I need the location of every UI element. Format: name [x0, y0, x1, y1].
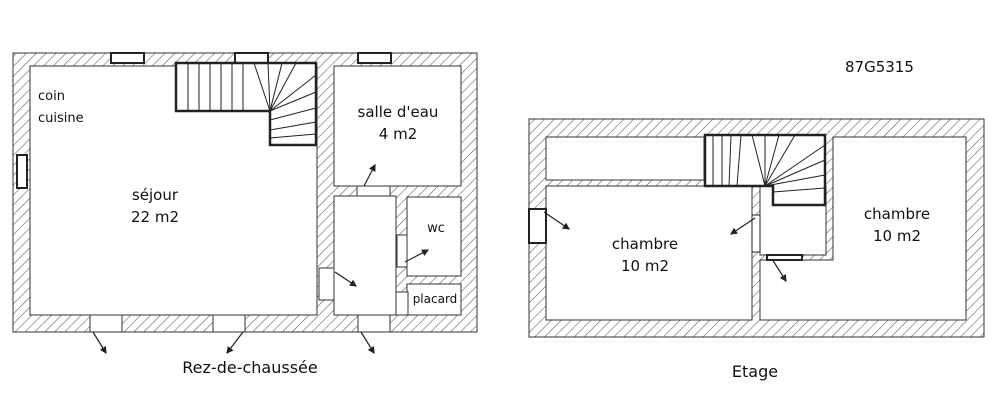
- room-wc: [406, 196, 462, 277]
- room-area: 10 m2: [620, 257, 669, 275]
- room-label-wc: wc: [427, 221, 445, 236]
- door-swing-arrows: [92, 163, 430, 355]
- doors: [528, 208, 803, 261]
- staircase: [174, 61, 318, 147]
- upper-floor-title: Etage: [731, 362, 779, 381]
- ground-floor-title: Rez-de-chaussée: [182, 358, 318, 377]
- ground-floor-plan: [12, 52, 478, 355]
- room-area: 22 m2: [130, 208, 179, 226]
- room-label-sejour: séjour 22 m2: [110, 184, 200, 228]
- staircase: [703, 133, 827, 207]
- doors: [89, 185, 409, 333]
- upper-floor-plan: [528, 118, 985, 338]
- room-area: 10 m2: [872, 227, 921, 245]
- reference-code: 87G5315: [845, 58, 914, 76]
- room-label-coin-cuisine: coin cuisine: [38, 86, 84, 130]
- room-label-chambre-2: chambre 10 m2: [842, 203, 952, 247]
- room-name: salle d'eau: [357, 103, 439, 121]
- upper-storage: [545, 136, 705, 181]
- room-chambre-1: [545, 185, 753, 321]
- room-label-chambre-1: chambre 10 m2: [590, 233, 700, 277]
- windows: [16, 52, 392, 189]
- room-chambre-2: [759, 136, 967, 321]
- door-swing-arrows: [543, 211, 787, 283]
- room-salle-deau: [333, 65, 462, 187]
- room-label-placard: placard: [412, 292, 458, 306]
- room-name: chambre: [611, 235, 679, 253]
- room-area: 4 m2: [378, 125, 418, 143]
- room-name: chambre: [863, 205, 931, 223]
- room-name: coin: [38, 89, 65, 104]
- room-label-salle-deau: salle d'eau 4 m2: [340, 101, 456, 145]
- room-name: séjour: [131, 186, 179, 204]
- room-corridor: [333, 195, 397, 316]
- room-name: cuisine: [38, 111, 84, 126]
